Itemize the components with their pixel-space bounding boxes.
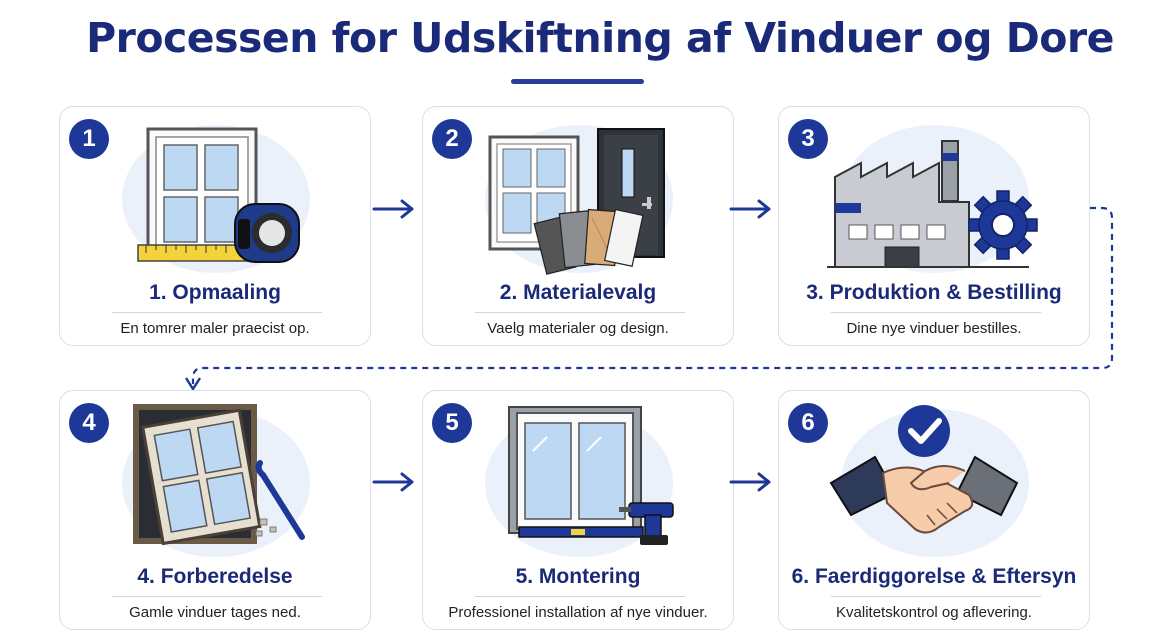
arrow-right-icon <box>729 472 771 492</box>
step-title: 1. Opmaaling <box>149 281 281 304</box>
step-description: Vaelg materialer og design. <box>487 320 669 337</box>
step-title: 3. Produktion & Bestilling <box>806 281 1062 304</box>
step-number-badge: 1 <box>69 119 109 159</box>
divider <box>112 596 322 597</box>
step-title: 4. Forberedelse <box>137 565 293 588</box>
step-description: Professionel installation af nye vinduer… <box>448 604 708 621</box>
divider <box>112 312 322 313</box>
arrow-right-icon <box>372 199 414 219</box>
step-number-badge: 4 <box>69 403 109 443</box>
step-number-badge: 3 <box>788 119 828 159</box>
window-tape-measure-icon <box>137 127 300 263</box>
step-description: Kvalitetskontrol og aflevering. <box>836 604 1032 621</box>
step-card-5: 5 5. Montering Professionel installation… <box>422 390 734 630</box>
page-title: Processen for Udskiftning af Vinduer og … <box>86 14 1114 62</box>
step-title: 6. Faerdiggorelse & Eftersyn <box>791 565 1077 588</box>
title-underline <box>511 79 644 84</box>
factory-gear-icon <box>827 140 1038 268</box>
step-card-4: 4 4. Forberedelse Gamle vinduer tages ne… <box>59 390 371 630</box>
step-number-badge: 6 <box>788 403 828 443</box>
step-title: 2. Materialevalg <box>499 281 657 304</box>
step-card-2: 2 2. Materialevalg Vaelg materialer og d… <box>422 106 734 346</box>
window-door-samples-icon <box>488 128 665 275</box>
divider <box>475 312 685 313</box>
step-card-3: 3 3. Produktion & Bestilling Dine nye vi… <box>778 106 1090 346</box>
window-drill-level-icon <box>508 406 674 545</box>
arrow-right-icon <box>729 199 771 219</box>
divider <box>475 596 685 597</box>
old-window-crowbar-icon <box>133 404 305 546</box>
step-card-1: 1 1. Opmaaling En tomrer maler praecist … <box>59 106 371 346</box>
step-card-6: 6 6. Faerdiggorelse & Eftersyn Kvalitets… <box>778 390 1090 630</box>
step-description: Gamle vinduer tages ned. <box>129 604 301 621</box>
step-title: 5. Montering <box>515 565 641 588</box>
step-description: Dine nye vinduer bestilles. <box>846 320 1022 337</box>
arrow-right-icon <box>372 472 414 492</box>
step-number-badge: 2 <box>432 119 472 159</box>
step-description: En tomrer maler praecist op. <box>120 320 310 337</box>
divider <box>831 312 1041 313</box>
handshake-checkmark-icon <box>829 405 1019 534</box>
step-number-badge: 5 <box>432 403 472 443</box>
divider <box>831 596 1041 597</box>
